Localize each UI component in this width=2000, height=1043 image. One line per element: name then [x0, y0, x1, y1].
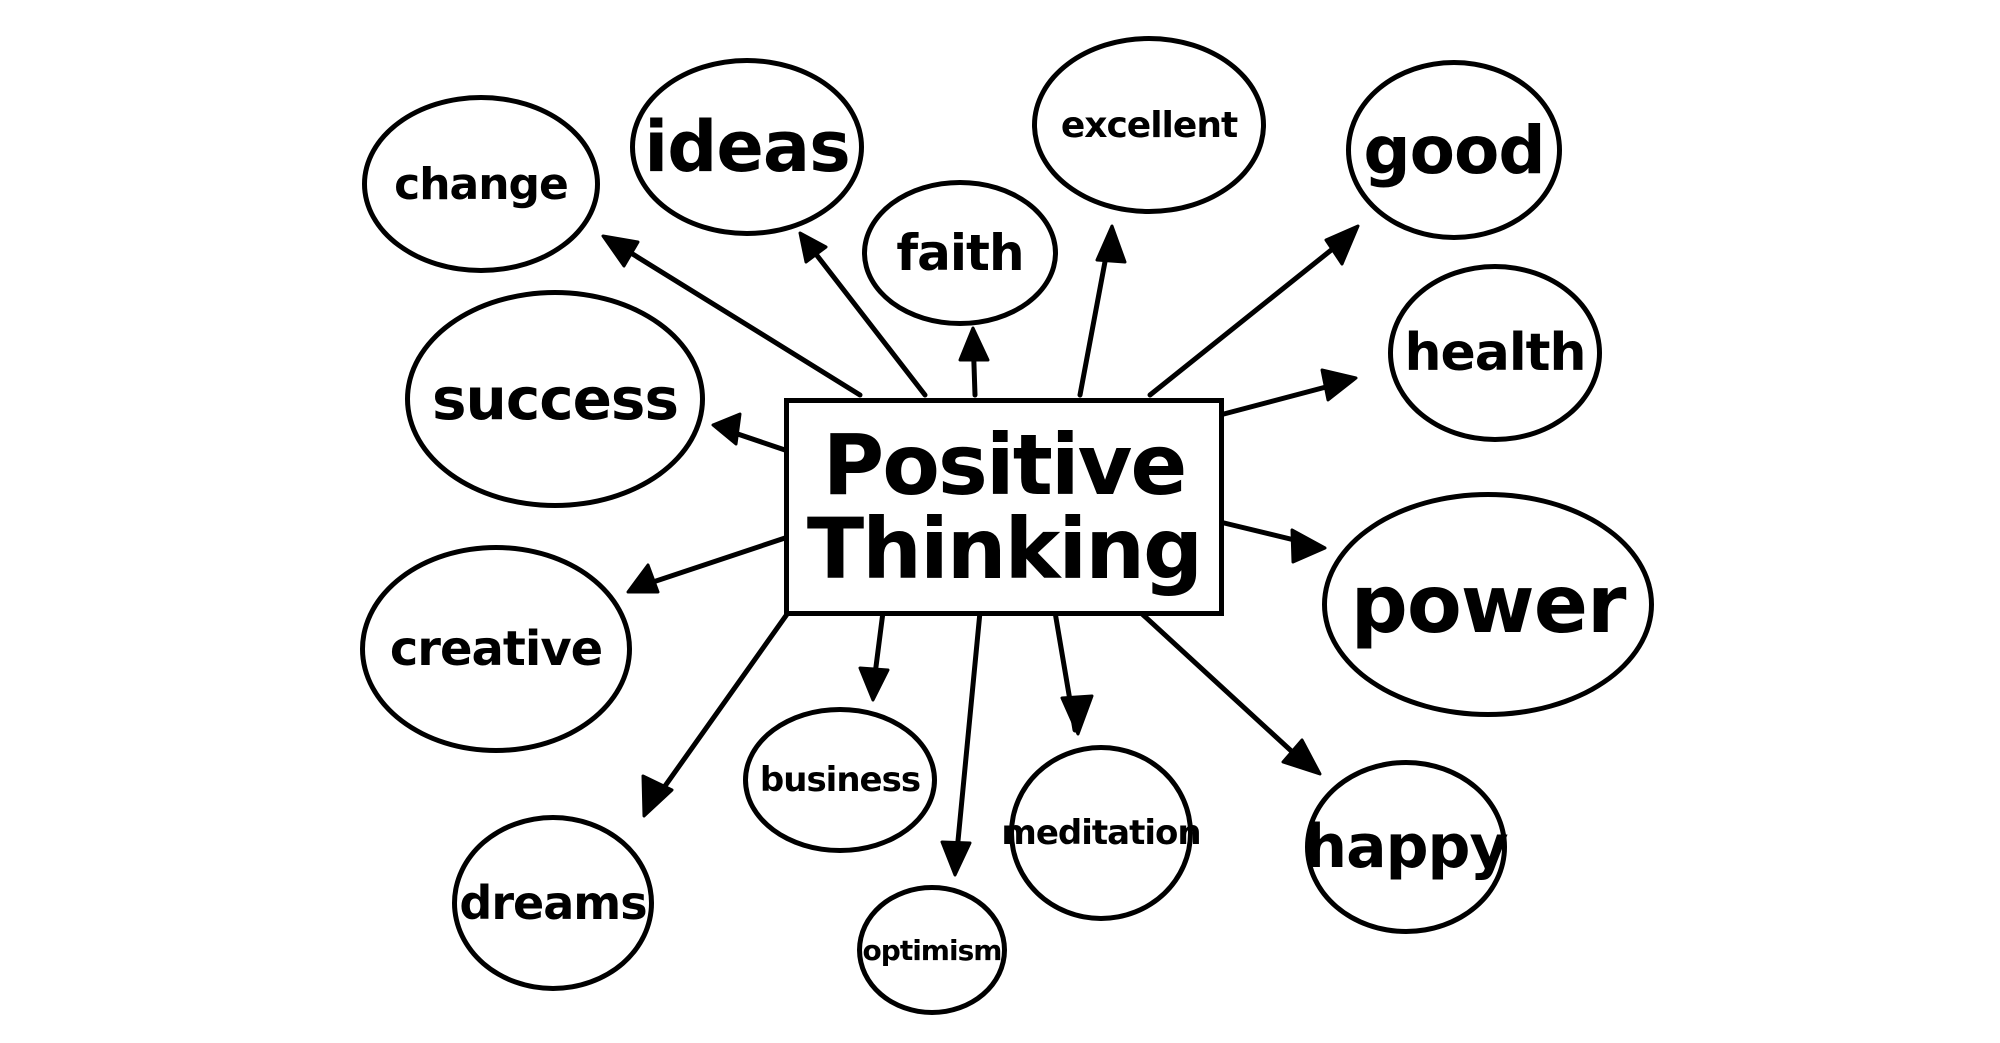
arrowhead-dreams	[641, 774, 674, 818]
node-label: health	[1404, 323, 1586, 383]
arrowhead-good	[1324, 224, 1360, 266]
node-label: dreams	[459, 876, 647, 930]
node-label: happy	[1304, 812, 1508, 882]
node-creative[interactable]: creative	[360, 545, 632, 753]
node-success[interactable]: success	[405, 290, 705, 508]
node-label: ideas	[644, 106, 850, 188]
node-ideas[interactable]: ideas	[630, 58, 864, 236]
arrowhead-faith	[958, 326, 990, 362]
arrowhead-excellent	[1095, 224, 1127, 264]
arrowhead-ideas	[798, 231, 828, 264]
arrowhead-optimism	[940, 840, 972, 877]
node-label: change	[394, 158, 569, 210]
arrow-to-good	[1147, 232, 1353, 398]
arrowhead-business	[858, 666, 890, 702]
central-topic-box[interactable]: Positive Thinking	[784, 398, 1224, 616]
node-excellent[interactable]: excellent	[1032, 36, 1266, 214]
node-health[interactable]: health	[1388, 264, 1602, 442]
node-dreams[interactable]: dreams	[452, 815, 654, 991]
arrow-to-change	[607, 237, 863, 398]
node-business[interactable]: business	[743, 707, 937, 853]
arrowhead-meditation	[1060, 694, 1094, 736]
arrowhead-change	[601, 234, 640, 268]
node-label: excellent	[1060, 104, 1238, 146]
central-topic-line2: Thinking	[806, 500, 1203, 598]
node-faith[interactable]: faith	[862, 180, 1058, 326]
arrowhead-creative	[626, 563, 660, 594]
node-label: creative	[389, 621, 603, 677]
arrow-to-optimism	[952, 609, 983, 875]
node-label: faith	[896, 224, 1024, 282]
node-power[interactable]: power	[1322, 492, 1654, 717]
node-label: success	[432, 365, 679, 433]
arrowhead-happy	[1281, 738, 1322, 776]
node-label: power	[1350, 558, 1627, 651]
node-optimism[interactable]: optimism	[857, 885, 1007, 1015]
node-good[interactable]: good	[1346, 60, 1562, 240]
node-happy[interactable]: happy	[1304, 760, 1509, 934]
arrowhead-power	[1290, 528, 1327, 564]
node-change[interactable]: change	[362, 95, 600, 273]
arrow-to-happy	[1137, 609, 1315, 773]
arrowhead-success	[711, 412, 742, 446]
node-label: meditation	[1001, 813, 1201, 853]
node-label: good	[1363, 111, 1545, 189]
node-label: optimism	[862, 933, 1003, 967]
node-meditation[interactable]: meditation	[1001, 745, 1202, 921]
central-topic-line1: Positive	[822, 416, 1188, 514]
node-label: business	[759, 760, 921, 800]
arrow-to-dreams	[645, 607, 793, 813]
arrow-to-creative	[632, 535, 788, 591]
arrow-to-ideas	[802, 237, 928, 398]
arrowhead-health	[1320, 368, 1358, 402]
